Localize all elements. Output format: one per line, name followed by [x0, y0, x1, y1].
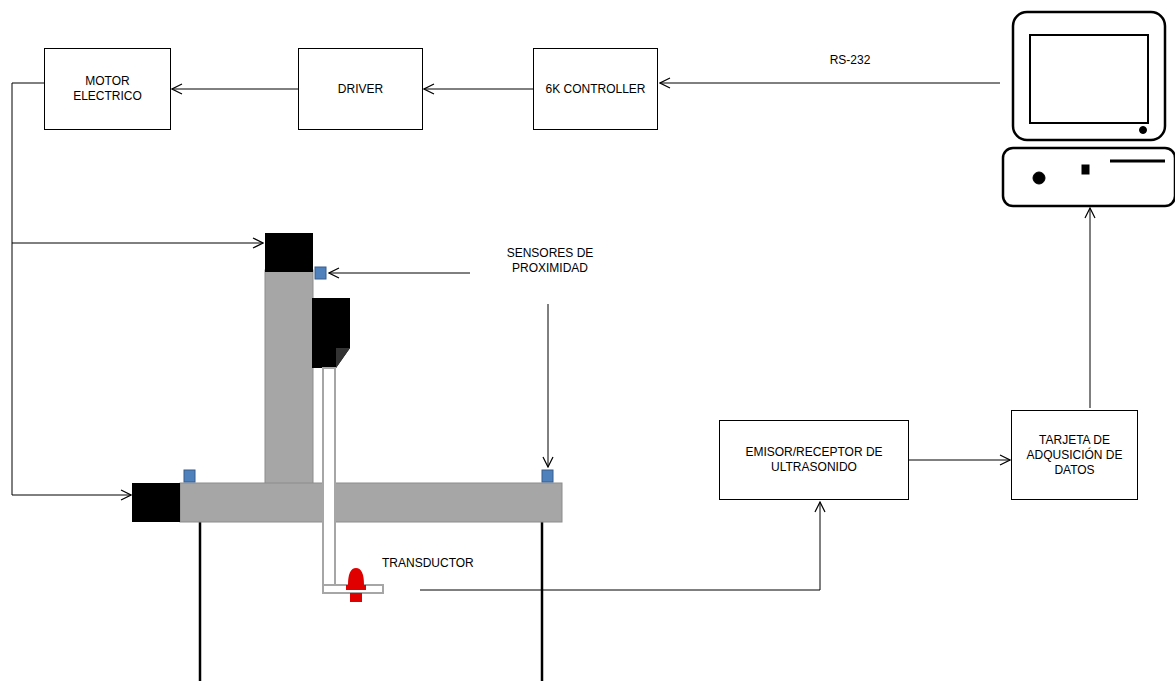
scanner-mechanism — [132, 233, 562, 681]
process-box: EMISOR/RECEPTOR DE ULTRASONIDO — [719, 420, 909, 500]
process-box: 6K CONTROLLER — [533, 48, 658, 130]
box-label: DRIVER — [338, 82, 383, 97]
annotation-label: TRANSDUCTOR — [382, 556, 532, 571]
annotation-label: SENSORES DE PROXIMIDAD — [490, 246, 610, 276]
signal-arrow — [909, 460, 1010, 461]
motor-wire — [12, 83, 131, 495]
signal-arrow — [424, 89, 533, 90]
computer-icon — [1003, 12, 1175, 206]
process-box: TARJETA DE ADQUSICIÓN DE DATOS — [1011, 410, 1138, 500]
box-label: TARJETA DE ADQUSICIÓN DE DATOS — [1020, 433, 1129, 478]
box-label: MOTOR ELECTRICO — [53, 74, 162, 104]
box-label: EMISOR/RECEPTOR DE ULTRASONIDO — [728, 445, 900, 475]
leader-line — [548, 304, 549, 467]
process-box: DRIVER — [298, 48, 423, 130]
data-wire — [1090, 208, 1091, 408]
motor-wire — [12, 243, 263, 244]
annotation-label: RS-232 — [800, 53, 900, 68]
transducer-wire — [420, 502, 820, 590]
signal-arrow — [172, 89, 298, 90]
rs232-wire — [660, 83, 1000, 84]
process-box: MOTOR ELECTRICO — [44, 48, 171, 130]
box-label: 6K CONTROLLER — [545, 82, 645, 97]
leader-line — [329, 273, 470, 274]
